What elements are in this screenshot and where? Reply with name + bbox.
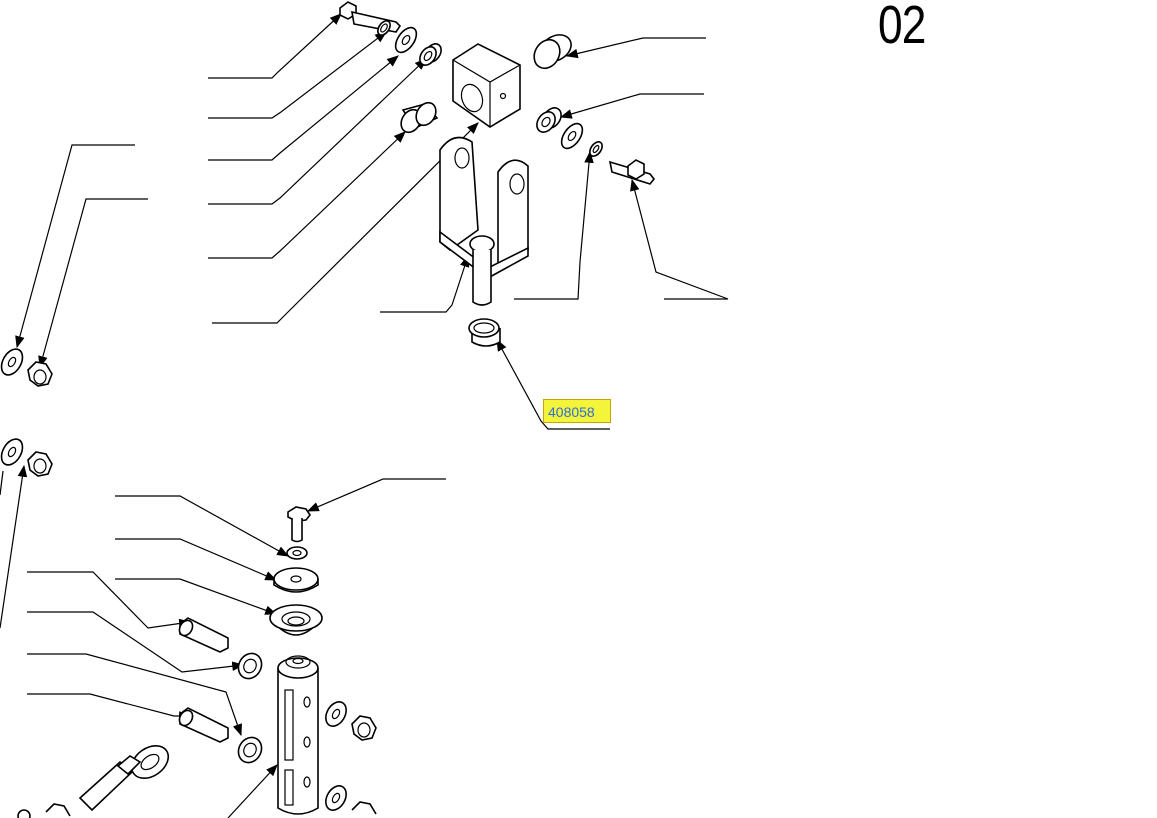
washer-nut-bottom-left (17, 803, 71, 818)
lower-assembly-parts (17, 506, 377, 818)
cap-bushing-part (533, 34, 572, 70)
vertical-shaft-part (277, 655, 319, 815)
pivot-block-part (452, 43, 521, 128)
pin-lower-part (178, 707, 229, 743)
upper-assembly-parts (0, 1, 656, 477)
washer-nut-left-lower (0, 438, 53, 477)
part-number-callout[interactable]: 408058 (543, 399, 611, 423)
right-lock-washer-part (589, 141, 603, 157)
leader-lines-lower (0, 464, 446, 818)
lower-lock-washer-part (286, 546, 308, 560)
flanged-bushing-408058-part (468, 318, 501, 347)
flat-washer-part (394, 26, 418, 54)
pin-upper-part (178, 617, 229, 653)
bushing-low-part (237, 736, 263, 764)
right-bolt-part (608, 159, 656, 185)
small-bushing-part (419, 43, 442, 66)
right-washer-part (560, 122, 584, 150)
large-bushing-part (400, 101, 439, 134)
bolt-part (339, 1, 402, 33)
leader-lines-upper (15, 13, 729, 430)
bushing-mid-part (237, 652, 263, 680)
conical-cup-part (269, 604, 323, 636)
disc-washer-part (273, 567, 319, 593)
washer-nut-left-upper (0, 348, 53, 387)
clevis-yoke-part (439, 136, 529, 306)
lower-bolt-part (287, 506, 311, 543)
right-bushing-part (536, 107, 562, 133)
rod-end-part (78, 744, 170, 812)
washer-nut-right-lower (325, 785, 377, 815)
part-number-label: 408058 (548, 404, 595, 420)
washer-nut-right-upper (325, 701, 377, 741)
sheet-number: 02 (878, 0, 926, 55)
